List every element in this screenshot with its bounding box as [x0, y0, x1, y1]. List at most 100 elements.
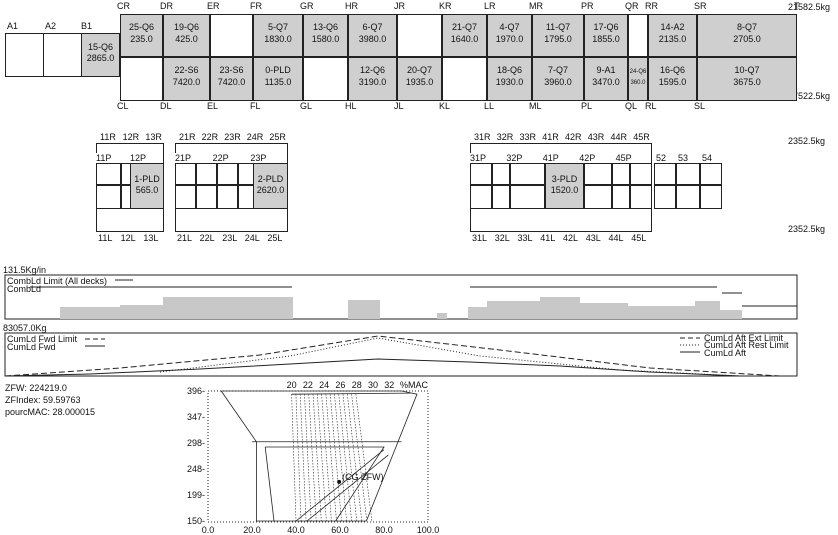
- cum-load-chart: [4, 332, 798, 377]
- uld-position-right[interactable]: [628, 14, 648, 57]
- lower-deck-position[interactable]: [175, 185, 196, 209]
- mac-tick-label: 28: [352, 380, 362, 390]
- uld-id: 25-Q6: [128, 22, 154, 32]
- lower-deck-position[interactable]: [630, 163, 652, 185]
- position-label-top: FR: [250, 1, 262, 11]
- position-label-bottom: JL: [394, 101, 404, 111]
- lower-deck-position[interactable]: [584, 163, 612, 185]
- lower-label-p: 52: [656, 153, 667, 163]
- position-label-bottom: DL: [160, 101, 172, 111]
- uld-position-left[interactable]: [120, 57, 163, 101]
- cum-top-value: 83057.0Kg: [3, 323, 47, 333]
- uld-weight: 3675.0: [733, 77, 761, 87]
- uld-id: 2-PLD: [257, 174, 284, 184]
- lower-deck-position[interactable]: [510, 185, 545, 209]
- lower-deck-position[interactable]: [196, 185, 217, 209]
- lower-label-l: 41L: [540, 233, 556, 243]
- lower-deck-position[interactable]: [492, 163, 510, 185]
- uld-weight: 2135.0: [658, 34, 687, 44]
- lower-deck-position[interactable]: [470, 185, 492, 209]
- lower-deck-position[interactable]: [96, 185, 121, 209]
- lower-label-l: 31L: [472, 233, 488, 243]
- uld-id: 9-A1: [596, 65, 616, 75]
- uld-id: 3-PLD: [551, 174, 578, 184]
- uld-position-right[interactable]: [210, 14, 253, 57]
- mac-tick-label: 30: [368, 380, 378, 390]
- x-tick-label: 60.0: [331, 525, 349, 535]
- lower-label-r: 33R: [519, 132, 537, 142]
- lower-deck-weight-bottom: 2352.5kg: [788, 224, 826, 234]
- uld-weight: 2865.0: [86, 53, 115, 63]
- lower-label-r: 24R: [246, 132, 264, 142]
- lower-deck-position[interactable]: [217, 185, 238, 209]
- mac-line: [351, 394, 368, 522]
- lower-deck-position[interactable]: [96, 163, 121, 185]
- uld-weight: 3190.0: [358, 77, 387, 87]
- lower-deck-position[interactable]: [630, 185, 652, 209]
- y-tick-label: 396-: [187, 386, 205, 396]
- comb-load-chart: [4, 274, 798, 320]
- lower-deck-position[interactable]: [584, 185, 612, 209]
- position-a2[interactable]: [43, 33, 82, 77]
- lower-deck-position[interactable]: [492, 185, 510, 209]
- lower-deck-position[interactable]: [470, 163, 492, 185]
- lower-deck-position[interactable]: [700, 163, 722, 185]
- lower-deck-position[interactable]: [676, 185, 700, 209]
- lower-deck-position[interactable]: [612, 163, 630, 185]
- mac-line: [334, 394, 347, 522]
- lower-label-p: 42P: [579, 153, 596, 163]
- lower-deck-position[interactable]: [175, 163, 196, 185]
- lower-label-l: 43L: [585, 233, 601, 243]
- lower-deck-position[interactable]: [700, 185, 722, 209]
- uld-weight: 1855.0: [592, 34, 620, 44]
- uld-weight: 1595.0: [658, 77, 687, 87]
- uld-position-left[interactable]: 16-Q6 1595.0: [648, 57, 697, 101]
- position-b1[interactable]: 15-Q6 2865.0: [81, 33, 120, 77]
- y-tick-label: 248-: [187, 464, 205, 474]
- lower-deck-position[interactable]: [654, 163, 676, 185]
- position-label-top: QR: [625, 1, 639, 11]
- lower-label-r: 44R: [610, 132, 628, 142]
- mac-line: [304, 394, 312, 522]
- cum-fwd-limit-line: [4, 335, 781, 377]
- lower-deck-position[interactable]: [612, 185, 630, 209]
- mac-line: [295, 394, 302, 522]
- lower-deck-position[interactable]: [676, 163, 700, 185]
- lower-deck-position[interactable]: [196, 163, 217, 185]
- uld-position-left[interactable]: [442, 57, 487, 101]
- zfw-value: ZFW: 224219.0: [5, 383, 67, 393]
- uld-position-right[interactable]: [397, 14, 442, 57]
- uld-id: 16-Q6: [659, 65, 685, 75]
- uld-id: 11-Q7: [545, 22, 571, 32]
- lower-deck-position[interactable]: [217, 163, 238, 185]
- lower-label-r: 23R: [224, 132, 241, 142]
- lower-deck-position[interactable]: [510, 163, 545, 185]
- uld-id: 22-S6: [174, 65, 199, 75]
- uld-position-left[interactable]: [303, 57, 348, 101]
- lower-deck-position[interactable]: [654, 185, 676, 209]
